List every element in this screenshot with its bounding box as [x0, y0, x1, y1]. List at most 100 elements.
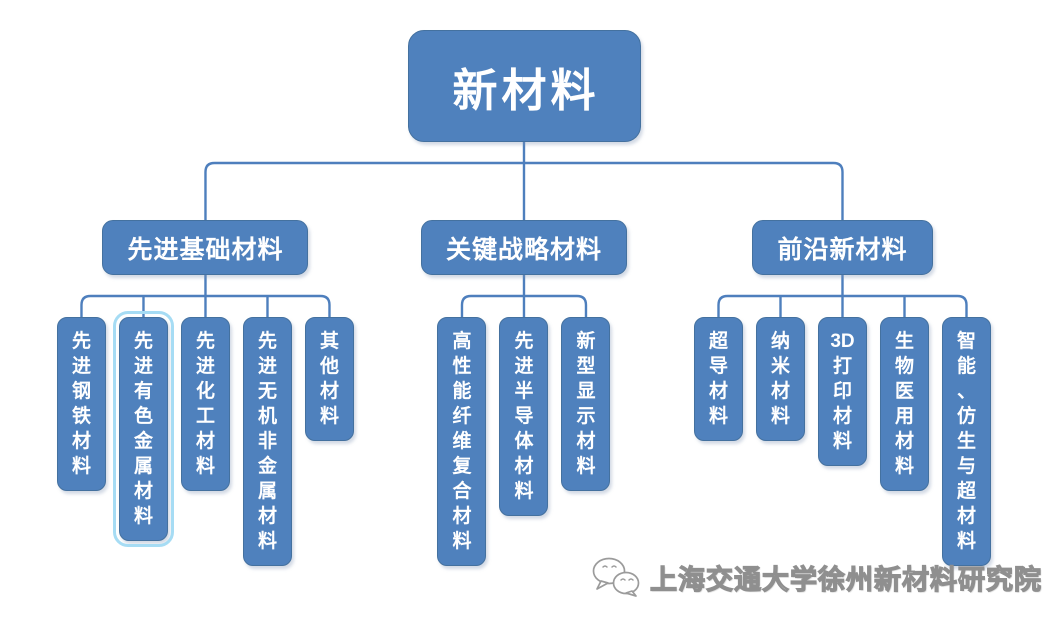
leaf-node[interactable]: 先进化工材料 — [180, 317, 230, 491]
leaf-node-char: 超 — [956, 481, 976, 502]
leaf-node-char: 与 — [956, 456, 976, 477]
connector-path — [204, 142, 844, 220]
leaf-node-char: 米 — [770, 356, 790, 377]
leaves-row: 先进钢铁材料先进有色金属材料先进化工材料先进无机非金属材料其他材料 — [56, 311, 354, 566]
leaf-node-char: 材 — [770, 381, 790, 402]
leaf-node-char: 属 — [257, 481, 277, 502]
branches-row: 先进基础材料先进钢铁材料先进有色金属材料先进化工材料先进无机非金属材料其他材料关… — [56, 220, 991, 566]
leaf-node-char: 性 — [452, 356, 472, 377]
leaf-node-char: 属 — [133, 456, 153, 477]
leaf-node-char: 纤 — [452, 406, 472, 427]
leaf-node-char: 仿 — [956, 406, 976, 427]
leaf-node-char: 导 — [514, 406, 534, 427]
leaf-node-char: 新 — [576, 331, 596, 352]
leaf-node-char: 金 — [257, 456, 277, 477]
leaf-node-char: 料 — [452, 531, 472, 552]
wechat-icon — [592, 557, 640, 597]
leaf-node-char: 铁 — [71, 406, 91, 427]
leaf-node-char: 高 — [452, 331, 472, 352]
branch-node[interactable]: 前沿新材料 — [752, 220, 933, 275]
leaf-node-char: 金 — [133, 431, 153, 452]
leaf-node-char: 智 — [956, 331, 976, 352]
leaf-node[interactable]: 超导材料 — [694, 317, 743, 441]
leaf-node-char: 料 — [956, 531, 976, 552]
leaf-node-char: 材 — [452, 506, 472, 527]
connector-path — [717, 275, 968, 317]
leaf-node-char: 先 — [71, 331, 91, 352]
leaves-row: 高性能纤维复合材料先进半导体材料新型显示材料 — [437, 317, 611, 566]
leaf-node-char: 医 — [894, 381, 914, 402]
leaf-node-char: 工 — [195, 406, 215, 427]
leaf-node-char: 能 — [452, 381, 472, 402]
org-chart: 新材料 先进基础材料先进钢铁材料先进有色金属材料先进化工材料先进无机非金属材料其… — [56, 30, 991, 566]
leaf-node-char: 其 — [319, 331, 339, 352]
leaf-node-char: 料 — [832, 431, 852, 452]
leaf-node-char: 材 — [319, 381, 339, 402]
leaf-node-char: 化 — [195, 381, 215, 402]
branch-group: 关键战略材料高性能纤维复合材料先进半导体材料新型显示材料 — [420, 220, 627, 566]
leaf-node-char: 无 — [257, 381, 277, 402]
leaf-node-char: 材 — [71, 431, 91, 452]
leaf-node-char: 显 — [576, 381, 596, 402]
branch-node[interactable]: 先进基础材料 — [102, 220, 309, 275]
leaf-node-char: 导 — [708, 356, 728, 377]
leaf-node-char: 材 — [894, 431, 914, 452]
leaf-node-char: 进 — [257, 356, 277, 377]
leaf-node-char: 复 — [452, 456, 472, 477]
leaf-node-char: 料 — [576, 456, 596, 477]
leaf-node-char: 示 — [576, 406, 596, 427]
leaf-node-char: 物 — [894, 356, 914, 377]
leaf-node-char: 料 — [770, 406, 790, 427]
leaf-node-char: 机 — [257, 406, 277, 427]
leaf-node-char: 材 — [514, 456, 534, 477]
leaf-node[interactable]: 生物医用材料 — [880, 317, 929, 491]
leaf-node[interactable]: 智能、仿生与超材料 — [942, 317, 991, 566]
leaf-node-char: 生 — [894, 331, 914, 352]
leaf-node-char: 纳 — [770, 331, 790, 352]
leaf-node-char: 打 — [832, 356, 852, 377]
leaf-node[interactable]: 先进无机非金属材料 — [242, 317, 292, 566]
leaf-node-char: 先 — [195, 331, 215, 352]
leaf-node-char: 料 — [133, 506, 153, 527]
leaf-node-char: 半 — [514, 381, 534, 402]
leaf-node-char: 进 — [133, 356, 153, 377]
root-node[interactable]: 新材料 — [407, 30, 641, 142]
leaf-node-char: 材 — [832, 406, 852, 427]
leaf-node-char: 钢 — [71, 381, 91, 402]
leaf-node-char: 非 — [257, 431, 277, 452]
leaf-node-char: 材 — [956, 506, 976, 527]
connector-path — [80, 275, 331, 317]
leaf-node-char: 先 — [133, 331, 153, 352]
leaf-node-char: 进 — [195, 356, 215, 377]
leaf-node[interactable]: 先进半导体材料 — [499, 317, 549, 516]
leaf-node-char: 能 — [956, 356, 976, 377]
leaf-node-char: 料 — [195, 456, 215, 477]
leaf-node-char: 进 — [71, 356, 91, 377]
leaf-node[interactable]: 纳米材料 — [756, 317, 805, 441]
leaf-node-char: 3D — [830, 331, 855, 352]
leaf-node-char: 料 — [708, 406, 728, 427]
leaf-node-char: 合 — [452, 481, 472, 502]
leaf-node-char: 用 — [894, 406, 914, 427]
leaf-node-selected[interactable]: 先进有色金属材料 — [112, 311, 174, 547]
leaf-node[interactable]: 先进钢铁材料 — [56, 317, 106, 491]
leaf-node-char: 材 — [133, 481, 153, 502]
leaf-node-char: 料 — [319, 406, 339, 427]
leaf-node-char: 超 — [708, 331, 728, 352]
leaf-node-char: 料 — [514, 481, 534, 502]
leaf-node[interactable]: 新型显示材料 — [561, 317, 611, 491]
leaf-node-char: 料 — [71, 456, 91, 477]
leaf-node[interactable]: 其他材料 — [304, 317, 354, 441]
branch-group: 先进基础材料先进钢铁材料先进有色金属材料先进化工材料先进无机非金属材料其他材料 — [56, 220, 354, 566]
leaf-node-char: 先 — [514, 331, 534, 352]
branch-node[interactable]: 关键战略材料 — [420, 220, 627, 275]
leaf-node-char: 料 — [257, 531, 277, 552]
leaf-node-char: 体 — [514, 431, 534, 452]
leaf-node[interactable]: 高性能纤维复合材料 — [437, 317, 487, 566]
leaf-node-char: 先 — [257, 331, 277, 352]
